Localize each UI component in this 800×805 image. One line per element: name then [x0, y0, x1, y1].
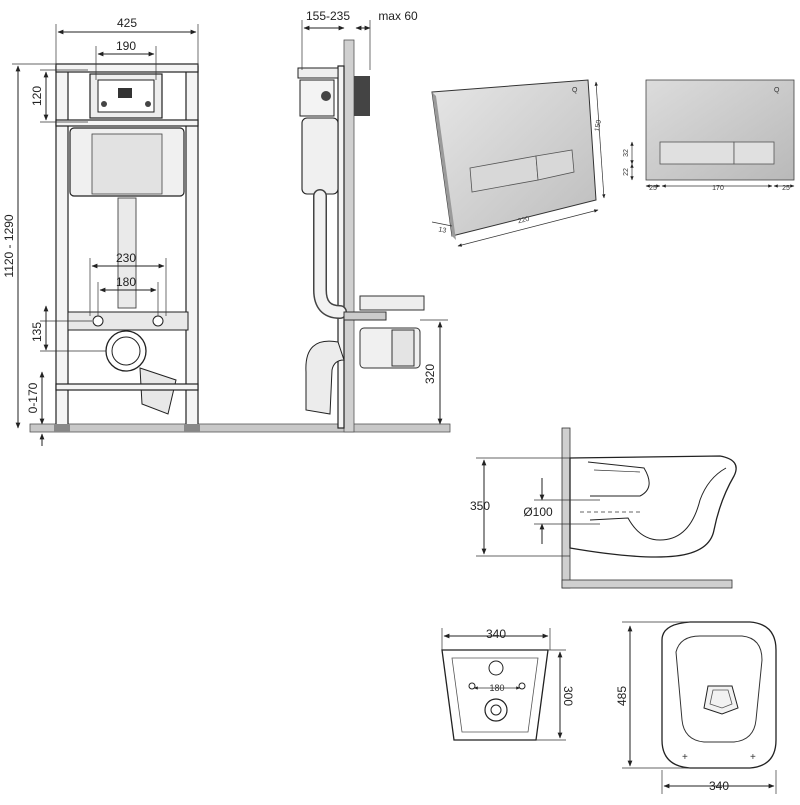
plate-button-width-label: 170: [712, 185, 724, 192]
plate-button-height-label: 32: [623, 149, 630, 157]
side-depth-label: 155-235: [306, 9, 350, 23]
frame-height-label: 1120 - 1290: [2, 214, 16, 277]
bolt-inner-label: 180: [116, 275, 136, 289]
flush-plate-perspective: Q 150 220 13: [431, 79, 606, 247]
plate-side-right-label: 25: [782, 185, 790, 192]
frame-inner-width-label: 190: [116, 39, 136, 53]
brand-mark-front: Q: [774, 87, 780, 94]
side-outlet-height-label: 320: [423, 364, 437, 384]
flush-plate-front: Q 25 170 25 32 22: [623, 79, 795, 192]
plate-height-label: 150: [594, 119, 603, 132]
frame-width-label: 425: [117, 16, 137, 30]
plate-width-label: 220: [517, 216, 530, 226]
plate-side-left-label: 25: [649, 185, 657, 192]
bowl-pipe-label: Ø100: [523, 505, 553, 519]
bowl-top-view: + + 485 340: [615, 621, 777, 794]
frame-top-label: 120: [30, 86, 44, 106]
bowl-height-label: 350: [470, 499, 490, 513]
bolt-mark-right: +: [750, 752, 756, 763]
outlet-height-label: 135: [30, 322, 44, 342]
frame-front-view: 425 190 120 1120 - 1290 230 180 135: [2, 16, 451, 446]
bowl-back-depth-label: 300: [561, 686, 575, 706]
plate-bottom-label: 22: [623, 168, 630, 176]
side-max-label: max 60: [378, 9, 418, 23]
foot-adjust-label: 0-170: [26, 382, 40, 413]
bowl-back-width-label: 340: [486, 627, 506, 641]
bowl-length-label: 485: [615, 686, 629, 706]
bolt-outer-label: 230: [116, 251, 136, 265]
bolt-mark-left: +: [682, 752, 688, 763]
bowl-side-view: 350 Ø100: [470, 427, 737, 589]
plate-depth-label: 13: [438, 226, 447, 234]
bowl-bolt-label: 180: [489, 683, 504, 693]
frame-side-view: 155-235 max 60 320: [297, 9, 448, 433]
bowl-top-width-label: 340: [709, 779, 729, 793]
brand-mark: Q: [572, 87, 578, 94]
bowl-back-view: 340 180 300: [441, 627, 575, 741]
